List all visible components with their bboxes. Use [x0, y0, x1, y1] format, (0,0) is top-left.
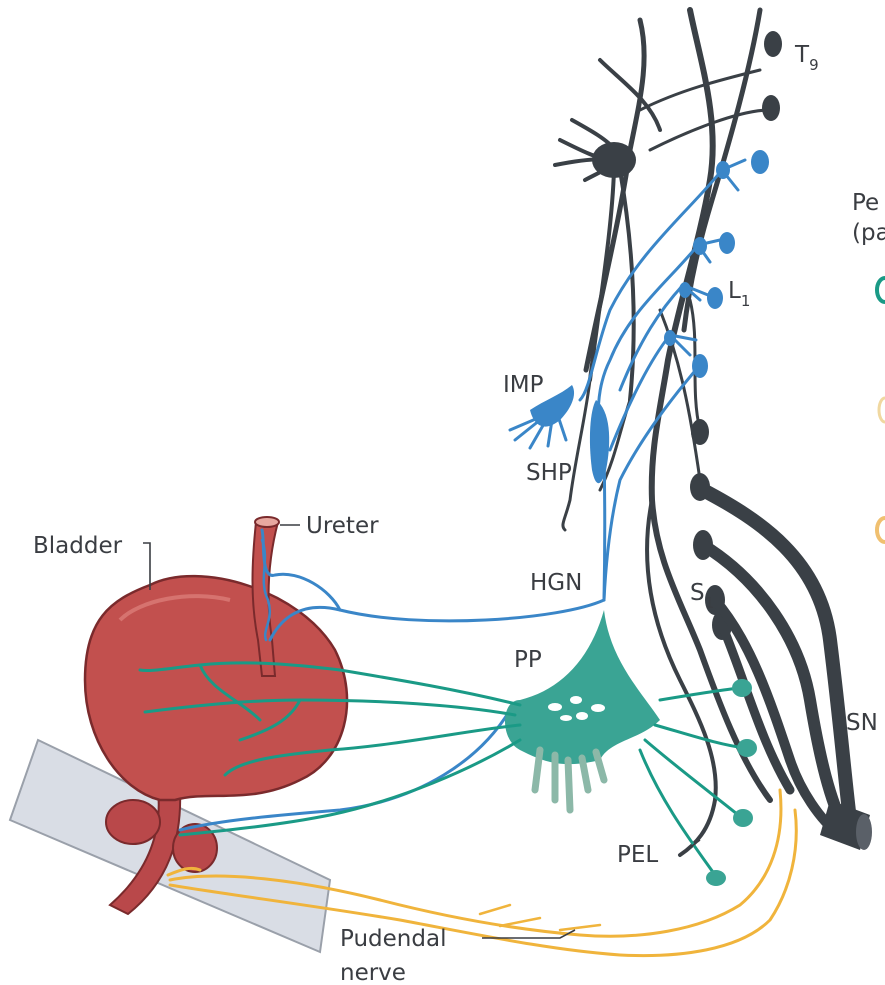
- label-imp: IMP: [503, 372, 544, 398]
- label-pel: PEL: [617, 842, 658, 868]
- label-pp: PP: [514, 647, 542, 673]
- label-cut-line2: (pa: [852, 220, 885, 246]
- label-sn: SN: [846, 710, 878, 736]
- label-s1: S1: [690, 580, 714, 612]
- label-pudendal-line1: Pudendal: [340, 926, 446, 952]
- label-hgn: HGN: [530, 570, 582, 596]
- label-bladder: Bladder: [33, 533, 123, 559]
- leader-bladder: [143, 543, 150, 590]
- label-ureter: Ureter: [306, 513, 379, 539]
- label-t9: T9: [794, 42, 819, 74]
- pelvic-plexus: [505, 610, 660, 764]
- label-shp: SHP: [526, 460, 572, 486]
- label-l1: L1: [728, 278, 750, 310]
- label-pudendal-line2: nerve: [340, 960, 406, 985]
- legend-partial: [877, 278, 885, 542]
- label-cut-line1: Pe: [852, 190, 879, 216]
